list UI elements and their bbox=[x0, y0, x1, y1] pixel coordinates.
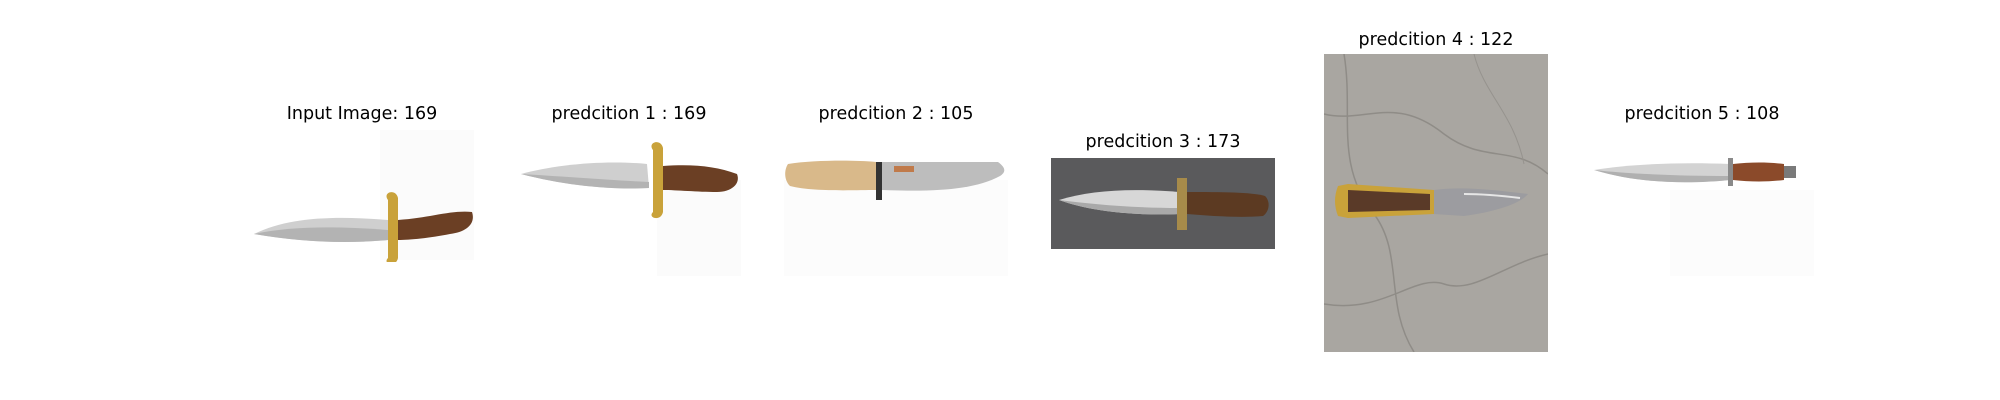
prediction-1-image bbox=[517, 130, 741, 276]
prediction-4-panel: predcition 4 : 122 bbox=[1324, 30, 1548, 352]
prediction-1-title: predcition 1 : 169 bbox=[551, 104, 707, 124]
prediction-1-panel: predcition 1 : 169 bbox=[517, 104, 741, 276]
prediction-2-image bbox=[784, 130, 1008, 276]
prediction-2-title: predcition 2 : 105 bbox=[818, 104, 974, 124]
prediction-4-image bbox=[1324, 54, 1548, 352]
prediction-3-image bbox=[1051, 158, 1275, 249]
input-image-title: Input Image: 169 bbox=[286, 104, 438, 124]
prediction-4-title: predcition 4 : 122 bbox=[1358, 30, 1514, 50]
prediction-5-panel: predcition 5 : 108 bbox=[1590, 104, 1814, 276]
input-image-panel: Input Image: 169 bbox=[250, 104, 474, 262]
prediction-2-panel: predcition 2 : 105 bbox=[784, 104, 1008, 276]
prediction-5-image bbox=[1590, 130, 1814, 276]
input-image bbox=[250, 130, 474, 262]
prediction-5-title: predcition 5 : 108 bbox=[1624, 104, 1780, 124]
prediction-3-panel: predcition 3 : 173 bbox=[1051, 132, 1275, 249]
prediction-3-title: predcition 3 : 173 bbox=[1085, 132, 1241, 152]
